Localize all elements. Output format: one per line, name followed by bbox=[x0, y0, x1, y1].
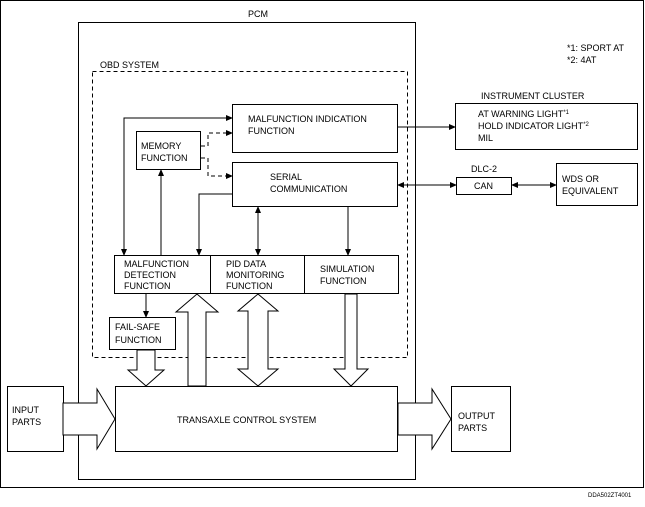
serial-communication-label-1: SERIAL bbox=[270, 172, 302, 182]
arrow-memory-indication bbox=[201, 130, 233, 147]
obd-system-title: OBD SYSTEM bbox=[100, 60, 159, 70]
input-parts-label-1: INPUT bbox=[12, 405, 40, 415]
detection-label-1: MALFUNCTION bbox=[124, 259, 189, 269]
can-label: CAN bbox=[474, 181, 493, 191]
malfunction-indication-label-2: FUNCTION bbox=[248, 126, 295, 136]
simulation-label-2: FUNCTION bbox=[320, 276, 367, 286]
wds-box bbox=[556, 163, 638, 206]
arrow-memory-serial bbox=[201, 157, 233, 179]
memory-function-label-2: FUNCTION bbox=[141, 153, 188, 163]
malfunction-indication-label-1: MALFUNCTION INDICATION bbox=[248, 114, 367, 124]
outer-frame bbox=[0, 0, 644, 488]
simulation-label-1: SIMULATION bbox=[320, 264, 374, 274]
block-arrow-input-transaxle bbox=[62, 387, 116, 451]
function-row-box bbox=[114, 255, 399, 294]
arrow-detection-indication bbox=[121, 115, 233, 256]
instrument-item-hold-indicator-sup: *2 bbox=[583, 122, 589, 128]
transaxle-control-box bbox=[115, 386, 398, 452]
pid-label-2: MONITORING bbox=[226, 270, 284, 280]
instrument-cluster-title: INSTRUMENT CLUSTER bbox=[481, 91, 585, 101]
note-sport-at: *1: SPORT AT bbox=[567, 43, 625, 53]
serial-communication-label-2: COMMUNICATION bbox=[270, 184, 347, 194]
failsafe-label-2: FUNCTION bbox=[115, 335, 162, 345]
wds-label-2: EQUIVALENT bbox=[562, 186, 619, 196]
transaxle-label: TRANSAXLE CONTROL SYSTEM bbox=[177, 415, 316, 425]
pid-label-1: PID DATA bbox=[226, 259, 266, 269]
block-arrow-pid-transaxle bbox=[236, 293, 280, 387]
serial-communication-box bbox=[232, 162, 398, 207]
failsafe-label-1: FAIL-SAFE bbox=[115, 322, 160, 332]
note-4at: *2: 4AT bbox=[567, 55, 597, 65]
output-parts-label-1: OUTPUT bbox=[458, 411, 496, 421]
instrument-item-mil: MIL bbox=[478, 133, 493, 143]
instrument-item-hold-indicator: HOLD INDICATOR LIGHT*2 bbox=[478, 121, 590, 131]
block-arrow-simulation-transaxle bbox=[332, 293, 370, 387]
block-arrow-failsafe-transaxle bbox=[126, 349, 166, 387]
output-parts-label-2: PARTS bbox=[458, 423, 487, 433]
instrument-item-at-warning-sup: *1 bbox=[563, 110, 569, 116]
figure-code: DDA502ZT4001 bbox=[588, 493, 632, 499]
input-parts-label-2: PARTS bbox=[12, 417, 41, 427]
memory-function-label-1: MEMORY bbox=[141, 141, 181, 151]
detection-label-2: DETECTION bbox=[124, 270, 176, 280]
detection-label-3: FUNCTION bbox=[124, 281, 171, 291]
pcm-title: PCM bbox=[248, 9, 268, 19]
block-arrow-transaxle-output bbox=[397, 387, 452, 451]
wds-label-1: WDS OR bbox=[562, 174, 599, 184]
input-parts-box bbox=[7, 386, 64, 452]
arrow-serial-detection bbox=[196, 193, 232, 256]
instrument-item-at-warning: AT WARNING LIGHT*1 bbox=[478, 109, 570, 119]
block-arrow-transaxle-detection bbox=[174, 293, 220, 387]
pid-label-3: FUNCTION bbox=[226, 281, 273, 291]
dlc2-title: DLC-2 bbox=[471, 164, 497, 174]
output-parts-box bbox=[451, 386, 511, 452]
